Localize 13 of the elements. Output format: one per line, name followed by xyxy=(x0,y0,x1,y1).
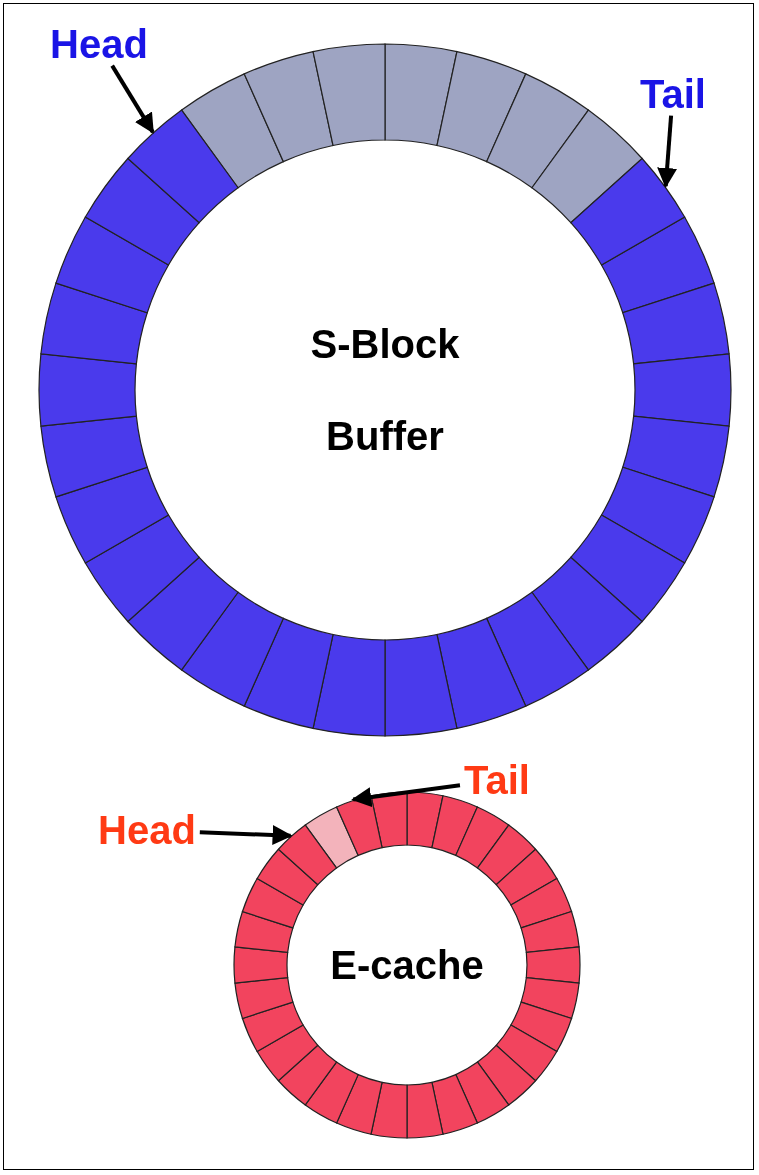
buffer-label: E-cache xyxy=(329,942,485,989)
tail-label: Tail xyxy=(464,758,530,802)
buffer-slot xyxy=(277,824,338,886)
tail-label: Tail xyxy=(640,72,706,116)
buffer-slot xyxy=(570,157,686,266)
head-label: Head xyxy=(50,22,148,66)
arrow xyxy=(199,825,293,846)
arrow xyxy=(110,64,155,134)
buffer-label: S-Block Buffer xyxy=(309,321,461,460)
head-label: Head xyxy=(98,808,196,852)
arrow xyxy=(657,115,678,189)
buffer-slot xyxy=(127,109,239,224)
arrow xyxy=(351,783,461,808)
